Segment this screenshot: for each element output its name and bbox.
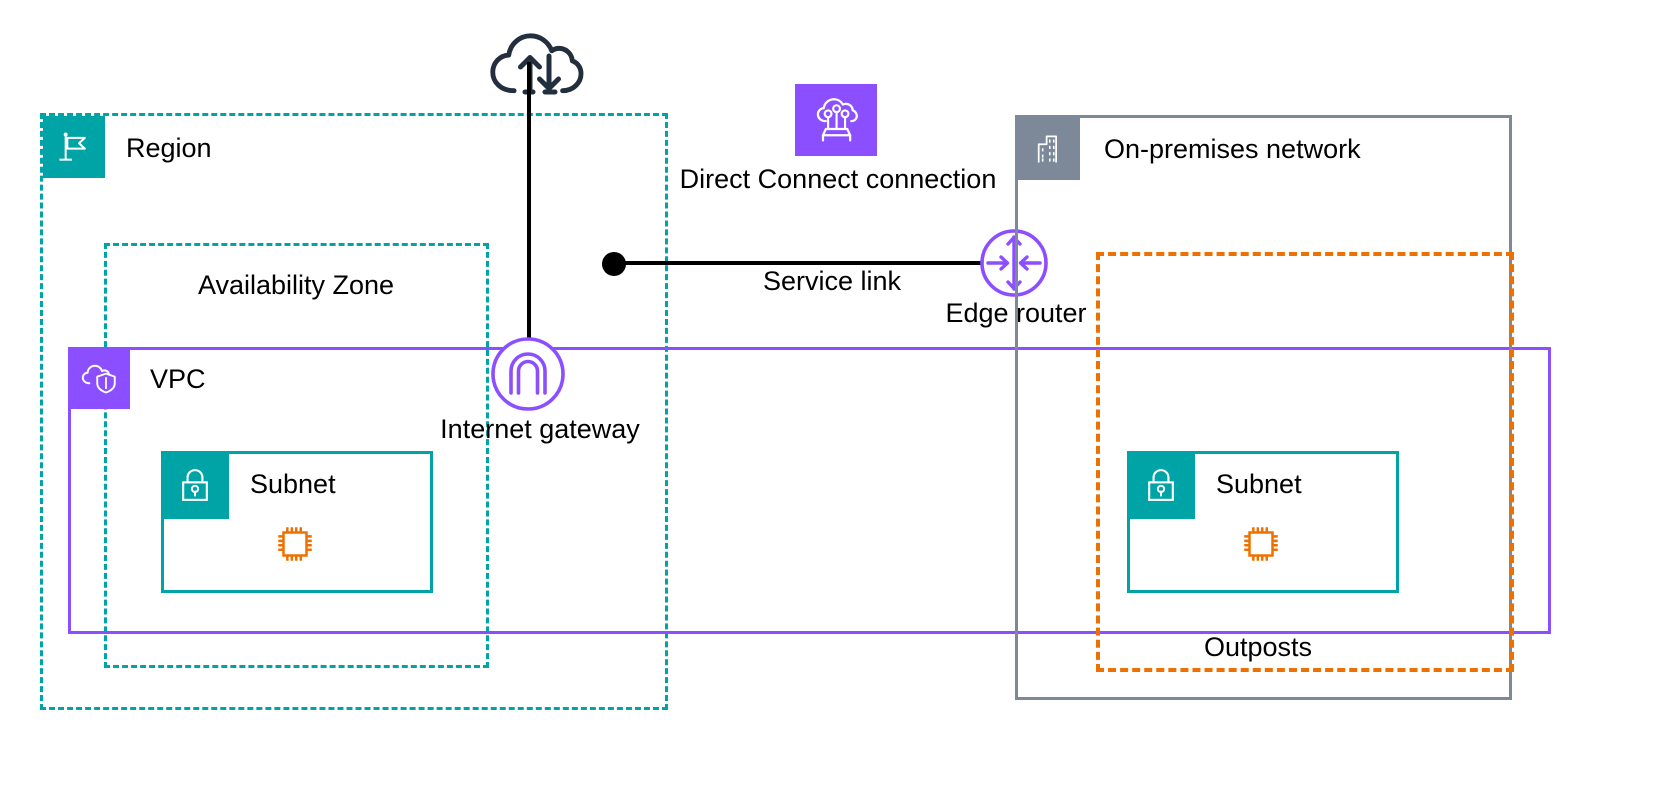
service-link-label: Service link	[762, 266, 902, 296]
subnet-left-icon-tile	[161, 451, 229, 519]
subnet-padlock-icon	[1140, 464, 1182, 506]
outposts-boundary	[1096, 252, 1514, 672]
availability-zone-label: Availability Zone	[197, 270, 395, 300]
subnet-left-ec2-instance-chip-icon	[272, 521, 318, 567]
subnet-right-ec2-instance-chip-icon	[1238, 521, 1284, 567]
on-premises-building-icon	[1030, 130, 1068, 168]
region-boundary	[40, 113, 668, 710]
subnet-right-label: Subnet	[1216, 469, 1302, 499]
region-flag-icon	[54, 127, 94, 167]
vpc-cloud-shield-icon	[78, 357, 120, 399]
region-label: Region	[126, 133, 212, 163]
subnet-left-label: Subnet	[250, 469, 336, 499]
subnet-right-icon-tile	[1127, 451, 1195, 519]
service-link-wire	[620, 261, 988, 265]
internet-gateway-uplink-wire	[527, 62, 531, 352]
region-icon-tile	[43, 116, 105, 178]
internet-gateway-arch-icon	[490, 336, 566, 412]
direct-connect-icon-tile	[795, 84, 877, 156]
vpc-boundary	[68, 347, 1551, 634]
direct-connect-label: Direct Connect connection	[679, 164, 997, 194]
on-premises-icon-tile	[1018, 118, 1080, 180]
direct-connect-icon	[808, 94, 864, 146]
internet-gateway-label: Internet gateway	[440, 414, 640, 444]
edge-router-arrows-icon	[979, 228, 1049, 298]
subnet-right-boundary	[1127, 451, 1399, 593]
vpc-icon-tile	[68, 347, 130, 409]
on-premises-label: On-premises network	[1104, 134, 1361, 164]
availability-zone-boundary	[104, 243, 489, 668]
outposts-label: Outposts	[1203, 632, 1313, 662]
vpc-label: VPC	[150, 364, 206, 394]
subnet-left-boundary	[161, 451, 433, 593]
internet-cloud-arrows-icon	[489, 28, 589, 100]
subnet-padlock-icon	[174, 464, 216, 506]
